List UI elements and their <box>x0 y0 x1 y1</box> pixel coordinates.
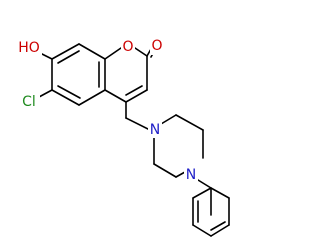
bond <box>57 85 81 99</box>
bond <box>104 89 127 103</box>
bond <box>210 221 226 231</box>
ring-oxygen-atom: O <box>121 39 135 55</box>
chlorine-atom: Cl <box>18 94 40 110</box>
bond <box>210 224 230 237</box>
atom-labels: HO O O Cl N N <box>18 38 198 183</box>
bond <box>160 114 177 125</box>
bond <box>175 114 204 131</box>
carbonyl-oxygen-atom: O <box>150 38 164 55</box>
bond <box>125 117 151 131</box>
carbonyl-oxygen-label: O <box>151 38 162 54</box>
piperazine-nitrogen-upper: N <box>148 122 162 138</box>
bonds <box>37 43 230 237</box>
bond <box>134 47 148 57</box>
bond <box>125 89 148 103</box>
bond <box>153 163 177 178</box>
bond <box>78 43 106 60</box>
bond <box>125 85 143 96</box>
nitrogen-upper-label: N <box>150 122 160 138</box>
bond <box>192 224 212 237</box>
bond <box>51 43 80 60</box>
bond <box>175 171 186 178</box>
nitrogen-lower-label: N <box>186 167 196 183</box>
ring-oxygen-label: O <box>122 39 133 55</box>
bond <box>197 179 212 189</box>
bond <box>192 187 212 199</box>
hydroxyl-label: HO <box>18 40 40 56</box>
chlorine-label: Cl <box>22 94 36 110</box>
bond <box>78 89 106 106</box>
bond <box>57 50 80 64</box>
bond <box>210 187 230 199</box>
bond <box>51 89 80 106</box>
bond <box>104 47 122 60</box>
chemical-structure: HO O O Cl N N <box>18 38 230 237</box>
piperazine-nitrogen-lower: N <box>184 167 198 183</box>
hydroxyl-group: HO <box>18 40 42 56</box>
bond <box>38 89 53 98</box>
